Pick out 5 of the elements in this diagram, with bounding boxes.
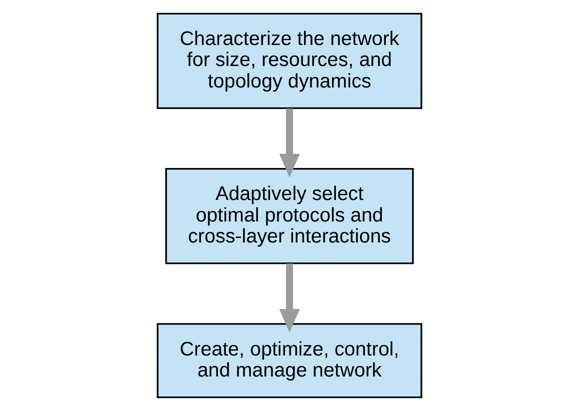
arrow [278, 264, 300, 333]
node-box: Characterize the network for size, resources, and topology dynamics [156, 12, 422, 110]
node-box: Create, optimize, control, and manage network [156, 323, 422, 398]
node-box: Adaptively select optimal protocols and cross-layer interactions [164, 168, 414, 264]
arrow [278, 108, 300, 178]
